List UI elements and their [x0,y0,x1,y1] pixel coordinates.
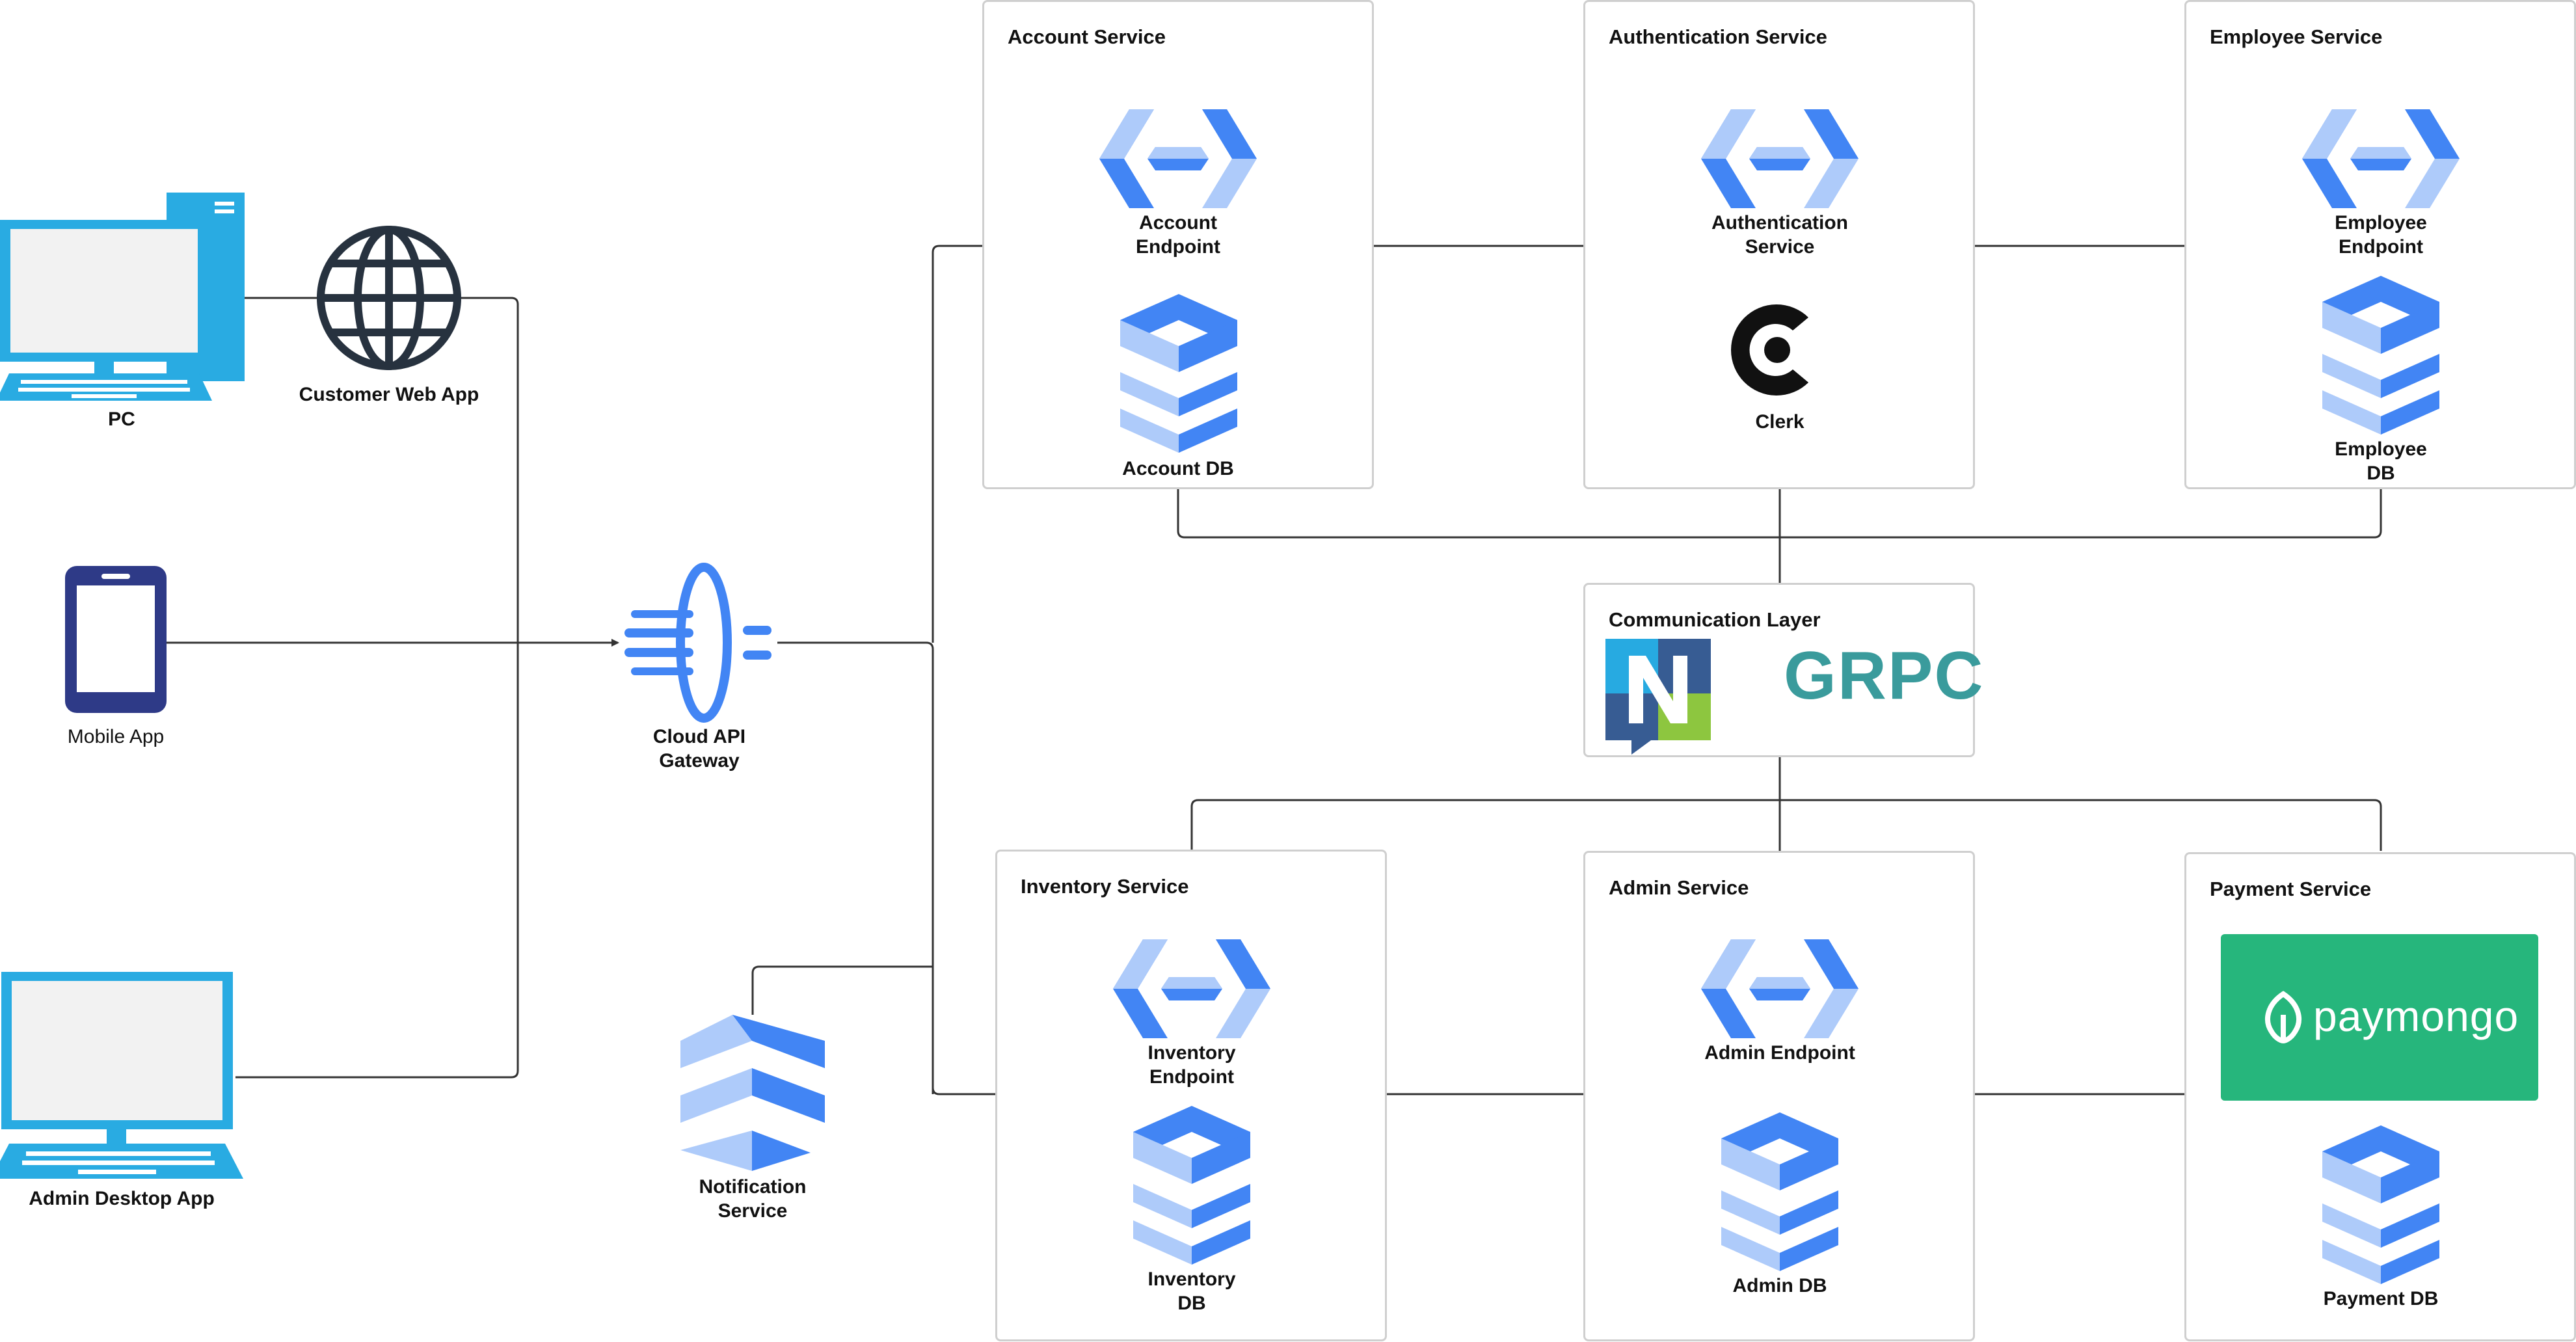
laptop-icon [0,972,243,1179]
notification-service-icon [680,1015,825,1171]
authentication-service-box: Authentication Service [1583,0,1975,489]
employee-db-label: Employee DB [2335,438,2427,484]
nats-logo-icon [1605,639,1711,755]
mobile-phone-icon [65,566,167,713]
line-backbone-account [932,245,984,643]
endpoint-icon [1701,109,1858,208]
inventory-service-title: Inventory Service [1021,875,1189,898]
admin-endpoint-label: Admin Endpoint [1704,1042,1855,1064]
database-icon [2322,276,2439,435]
employee-service-title: Employee Service [2210,25,2383,48]
account-service-title: Account Service [1008,25,1166,48]
line-backbone-inventory [932,1087,997,1095]
line-gateway-backbone [777,641,934,1094]
database-icon [1133,1106,1250,1265]
clerk-label: Clerk [1755,411,1805,433]
database-icon [2322,1125,2439,1284]
database-icon [1120,294,1237,453]
paymongo-logo: paymongo [2221,934,2538,1101]
database-icon [1721,1112,1838,1271]
line-bottom-bus [1190,799,2382,851]
authentication-service-label: Authentication Service [1711,212,1848,258]
pc-label: PC [108,409,135,430]
endpoint-icon [1701,939,1858,1038]
admin-desktop-app-label: Admin Desktop App [29,1188,215,1209]
grpc-logo-text: GRPC [1784,638,1985,714]
admin-db-label: Admin DB [1732,1275,1827,1296]
account-db-label: Account DB [1122,458,1234,479]
payment-db-label: Payment DB [2323,1288,2439,1309]
line-admin-desktop-gateway [235,643,519,1079]
payment-service-title: Payment Service [2210,878,2372,900]
employee-service-box: Employee Service [2184,0,2576,489]
communication-layer-title: Communication Layer [1609,608,1821,631]
authentication-service-title: Authentication Service [1609,25,1827,48]
line-notification-backbone [751,965,933,1015]
mobile-app-label: Mobile App [67,726,165,747]
endpoint-icon [2302,109,2460,208]
clerk-logo-icon [1731,304,1808,396]
cloud-api-gateway-label: Cloud API Gateway [652,726,746,772]
line-pc-gateway [242,297,519,643]
customer-web-app-label: Customer Web App [299,384,479,405]
admin-service-title: Admin Service [1609,876,1749,899]
inventory-endpoint-label: Inventory Endpoint [1147,1042,1236,1088]
pc-icon [0,193,245,401]
paymongo-wordmark: paymongo [2313,992,2519,1040]
paymongo-leaf-icon [2265,991,2301,1044]
endpoint-icon [1099,109,1257,208]
globe-icon [317,226,461,370]
account-endpoint-label: Account Endpoint [1136,212,1220,258]
cloud-api-gateway-icon [624,563,771,723]
endpoint-icon [1113,939,1270,1038]
notification-service-label: Notification Service [699,1176,807,1222]
inventory-db-label: Inventory DB [1147,1268,1236,1314]
employee-endpoint-label: Employee Endpoint [2335,212,2427,258]
